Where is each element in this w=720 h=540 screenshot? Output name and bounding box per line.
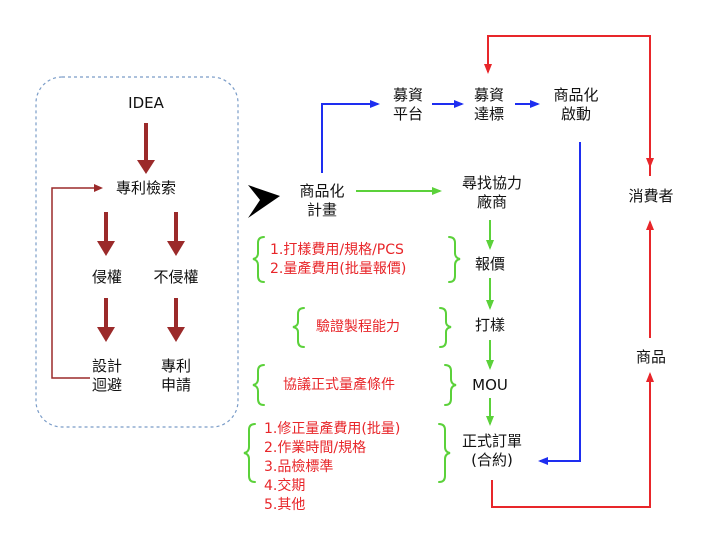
patent-search-label: 專利檢索 <box>115 179 176 197</box>
crowdfund-goal-node: 募資 達標 <box>467 86 511 124</box>
find-partner-line2: 廠商 <box>476 193 507 211</box>
green-braces <box>243 236 461 483</box>
design-around-label: 設計 迴避 <box>86 357 128 395</box>
crowdfund-goal-line1: 募資 <box>473 86 504 104</box>
commercial-launch-line1: 商品化 <box>553 86 599 104</box>
redesign-loop-arrow <box>51 184 103 379</box>
crowdfund-goal-line2: 達標 <box>473 105 504 123</box>
commercial-plan-node: 商品化 計畫 <box>290 182 354 220</box>
order-note-1: 1.修正量產費用(批量) <box>264 421 401 437</box>
red-arrows <box>484 35 654 508</box>
order-note-2: 2.作業時間/規格 <box>264 440 367 456</box>
quote-node: 報價 <box>474 255 505 273</box>
order-note-3: 3.品檢標準 <box>264 459 334 475</box>
commercial-launch-line2: 啟動 <box>560 105 591 123</box>
infringe-label: 侵權 <box>91 268 122 286</box>
patent-apply-label: 專利 申請 <box>154 357 198 395</box>
mou-note: 協議正式量產條件 <box>283 377 395 393</box>
formal-order-line2: (合約) <box>471 451 513 469</box>
formal-order-line1: 正式訂單 <box>461 432 522 450</box>
crowdfund-platform-line1: 募資 <box>392 86 423 104</box>
commercial-launch-node: 商品化 啟動 <box>544 86 608 124</box>
consumer-node: 消費者 <box>628 187 674 205</box>
design-around-line1: 設計 <box>91 357 122 375</box>
idea-label: IDEA <box>128 94 164 112</box>
commercial-plan-line1: 商品化 <box>299 182 345 200</box>
left-dashed-panel <box>35 76 239 428</box>
patent-apply-line1: 專利 <box>160 357 191 375</box>
crowdfund-platform-node: 募資 平台 <box>386 86 430 124</box>
quote-note-1: 1.打樣費用/規格/PCS <box>270 242 404 258</box>
design-around-line2: 迴避 <box>91 376 122 394</box>
product-node: 商品 <box>635 348 666 366</box>
formal-order-node: 正式訂單 (合約) <box>452 432 532 470</box>
sample-note: 驗證製程能力 <box>316 319 400 335</box>
find-partner-node: 尋找協力 廠商 <box>450 174 534 212</box>
order-note-4: 4.交期 <box>264 478 306 494</box>
not-infringe-label: 不侵權 <box>153 268 199 286</box>
commercial-plan-line2: 計畫 <box>306 201 337 219</box>
mou-node: MOU <box>472 376 508 394</box>
patent-apply-line2: 申請 <box>160 376 191 394</box>
quote-notes: 1.打樣費用/規格/PCS 2.量產費用(批量報價) <box>270 241 406 279</box>
blue-arrows <box>321 100 581 465</box>
crowdfund-platform-line2: 平台 <box>392 105 423 123</box>
pointer-icon <box>248 185 280 218</box>
order-note-5: 5.其他 <box>264 497 306 513</box>
quote-note-2: 2.量產費用(批量報價) <box>270 261 407 277</box>
find-partner-line1: 尋找協力 <box>461 174 522 192</box>
green-arrows <box>356 187 494 426</box>
sample-node: 打樣 <box>474 316 505 334</box>
order-notes: 1.修正量產費用(批量) 2.作業時間/規格 3.品檢標準 4.交期 5.其他 <box>264 420 400 515</box>
patent-flow-arrows <box>97 123 185 342</box>
